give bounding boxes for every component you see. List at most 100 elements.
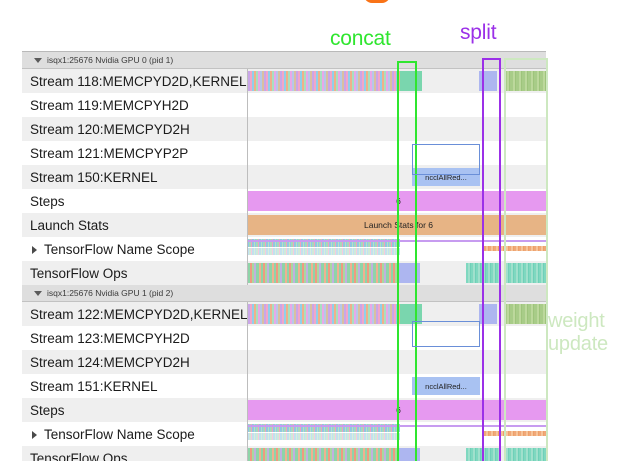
timeline-row-label[interactable]: Stream 124:MEMCPYD2H: [22, 350, 248, 374]
row-track[interactable]: [248, 326, 546, 350]
annotation-label-weight-update: weight update: [548, 310, 608, 355]
timeline-row[interactable]: Stream 122:MEMCPYD2D,KERNEL,MI: [22, 302, 546, 326]
timeline-bar[interactable]: [504, 71, 546, 91]
timeline-row[interactable]: Stream 123:MEMCPYH2D: [22, 326, 546, 350]
timeline-bar[interactable]: [504, 448, 546, 461]
timeline-bar[interactable]: [466, 263, 501, 283]
timeline-bar[interactable]: [248, 448, 398, 461]
row-track[interactable]: ncclAllRed...: [248, 374, 546, 398]
chevron-right-icon[interactable]: [32, 246, 37, 254]
timeline-bar[interactable]: [504, 304, 546, 324]
timeline-row[interactable]: Stream 124:MEMCPYD2H: [22, 350, 546, 374]
timeline-row-label-text: Stream 150:KERNEL: [30, 169, 158, 185]
timeline-row-label[interactable]: Stream 119:MEMCPYH2D: [22, 93, 248, 117]
row-track[interactable]: [248, 237, 546, 261]
row-track[interactable]: Launch Stats for 6: [248, 213, 546, 237]
timeline-row[interactable]: Stream 118:MEMCPYD2D,KERNEL,MI: [22, 69, 546, 93]
timeline-row-label-text: TensorFlow Name Scope: [44, 426, 195, 442]
row-track[interactable]: [248, 261, 546, 285]
timeline-bar[interactable]: 6: [248, 191, 546, 211]
timeline-bar-label: Launch Stats for 6: [364, 220, 433, 230]
timeline-row-label[interactable]: TensorFlow Ops: [22, 446, 248, 461]
timeline-row-label[interactable]: Stream 118:MEMCPYD2D,KERNEL,MI: [22, 69, 248, 93]
timeline-bar[interactable]: [248, 239, 400, 247]
row-track[interactable]: [248, 69, 546, 93]
timeline-bar[interactable]: [484, 246, 546, 251]
timeline-row[interactable]: Stream 121:MEMCPYP2P: [22, 141, 546, 165]
timeline-bar[interactable]: [248, 71, 400, 91]
annotation-label-concat: concat: [330, 27, 391, 50]
timeline-row-label-text: Stream 120:MEMCPYD2H: [30, 121, 190, 137]
timeline-row-label-text: Steps: [30, 402, 65, 418]
timeline-row-label-text: Stream 123:MEMCPYH2D: [30, 330, 190, 346]
timeline-bar[interactable]: ncclAllRed...: [412, 377, 480, 395]
chevron-down-icon[interactable]: [34, 57, 42, 63]
timeline-row-label[interactable]: Stream 151:KERNEL: [22, 374, 248, 398]
timeline-row-label[interactable]: Stream 120:MEMCPYD2H: [22, 117, 248, 141]
timeline-bar[interactable]: [248, 433, 400, 440]
row-track[interactable]: [248, 302, 546, 326]
timeline-bar[interactable]: ncclAllRed...: [412, 168, 480, 186]
timeline-bar[interactable]: [479, 71, 497, 91]
timeline-row[interactable]: TensorFlow Name Scope: [22, 422, 546, 446]
chevron-right-icon[interactable]: [32, 431, 37, 439]
timeline-bar[interactable]: [248, 425, 546, 427]
timeline-row-label-text: Stream 151:KERNEL: [30, 378, 158, 394]
timeline-row-label[interactable]: TensorFlow Ops: [22, 261, 248, 285]
timeline-row-label-text: Stream 118:MEMCPYD2D,KERNEL,MI: [30, 73, 248, 89]
timeline-row[interactable]: Stream 150:KERNEL ncclAllRed...: [22, 165, 546, 189]
row-track[interactable]: [248, 93, 546, 117]
timeline-row-label[interactable]: Launch Stats: [22, 213, 248, 237]
timeline-bar[interactable]: [484, 431, 546, 436]
timeline-row[interactable]: TensorFlow Ops: [22, 446, 546, 461]
timeline-row[interactable]: Stream 151:KERNEL ncclAllRed...: [22, 374, 546, 398]
timeline-bar[interactable]: [398, 263, 420, 283]
group-header-label: isqx1:25676 Nvidia GPU 1 (pid 2): [47, 288, 174, 298]
row-track[interactable]: ncclAllRed...: [248, 165, 546, 189]
timeline-viewer[interactable]: isqx1:25676 Nvidia GPU 0 (pid 1) Stream 1…: [22, 51, 546, 461]
timeline-bar[interactable]: [398, 448, 420, 461]
timeline-row-label[interactable]: TensorFlow Name Scope: [22, 422, 248, 446]
timeline-bar[interactable]: [248, 263, 398, 283]
timeline-bar[interactable]: [248, 248, 400, 255]
timeline-bar[interactable]: [479, 304, 497, 324]
timeline-row[interactable]: TensorFlow Ops: [22, 261, 546, 285]
timeline-bar[interactable]: [400, 304, 422, 324]
timeline-row-label[interactable]: Stream 122:MEMCPYD2D,KERNEL,MI: [22, 302, 248, 326]
timeline-row-label-text: Stream 122:MEMCPYD2D,KERNEL,MI: [30, 306, 248, 322]
timeline-row-label[interactable]: Stream 150:KERNEL: [22, 165, 248, 189]
timeline-bar[interactable]: [466, 448, 501, 461]
timeline-bar[interactable]: [248, 304, 400, 324]
timeline-row-label[interactable]: Stream 123:MEMCPYH2D: [22, 326, 248, 350]
chevron-down-icon[interactable]: [34, 290, 42, 296]
timeline-row[interactable]: Stream 119:MEMCPYH2D: [22, 93, 546, 117]
timeline-row-label[interactable]: Steps: [22, 189, 248, 213]
group-header[interactable]: isqx1:25676 Nvidia GPU 0 (pid 1): [22, 52, 546, 69]
timeline-bar[interactable]: Launch Stats for 6: [248, 215, 546, 235]
timeline-row-label[interactable]: Stream 121:MEMCPYP2P: [22, 141, 248, 165]
timeline-bar[interactable]: [504, 263, 546, 283]
row-track[interactable]: [248, 350, 546, 374]
row-track[interactable]: [248, 117, 546, 141]
timeline-row-label-text: Launch Stats: [30, 217, 109, 233]
row-track[interactable]: [248, 446, 546, 461]
row-track[interactable]: [248, 422, 546, 446]
group-header[interactable]: isqx1:25676 Nvidia GPU 1 (pid 2): [22, 285, 546, 302]
timeline-bar[interactable]: [248, 424, 400, 432]
annotation-label-split: split: [460, 21, 497, 44]
timeline-row[interactable]: Launch Stats Launch Stats for 6: [22, 213, 546, 237]
timeline-bar[interactable]: 6: [248, 400, 546, 420]
timeline-bar[interactable]: [248, 240, 546, 242]
timeline-row[interactable]: TensorFlow Name Scope: [22, 237, 546, 261]
row-track[interactable]: [248, 141, 546, 165]
timeline-bar-label: ncclAllRed...: [425, 381, 467, 391]
timeline-bar[interactable]: [400, 71, 422, 91]
row-track[interactable]: 6: [248, 189, 546, 213]
timeline-row[interactable]: Steps 6: [22, 398, 546, 422]
timeline-row[interactable]: Stream 120:MEMCPYD2H: [22, 117, 546, 141]
timeline-row-label[interactable]: TensorFlow Name Scope: [22, 237, 248, 261]
row-track[interactable]: 6: [248, 398, 546, 422]
timeline-row-label[interactable]: Steps: [22, 398, 248, 422]
